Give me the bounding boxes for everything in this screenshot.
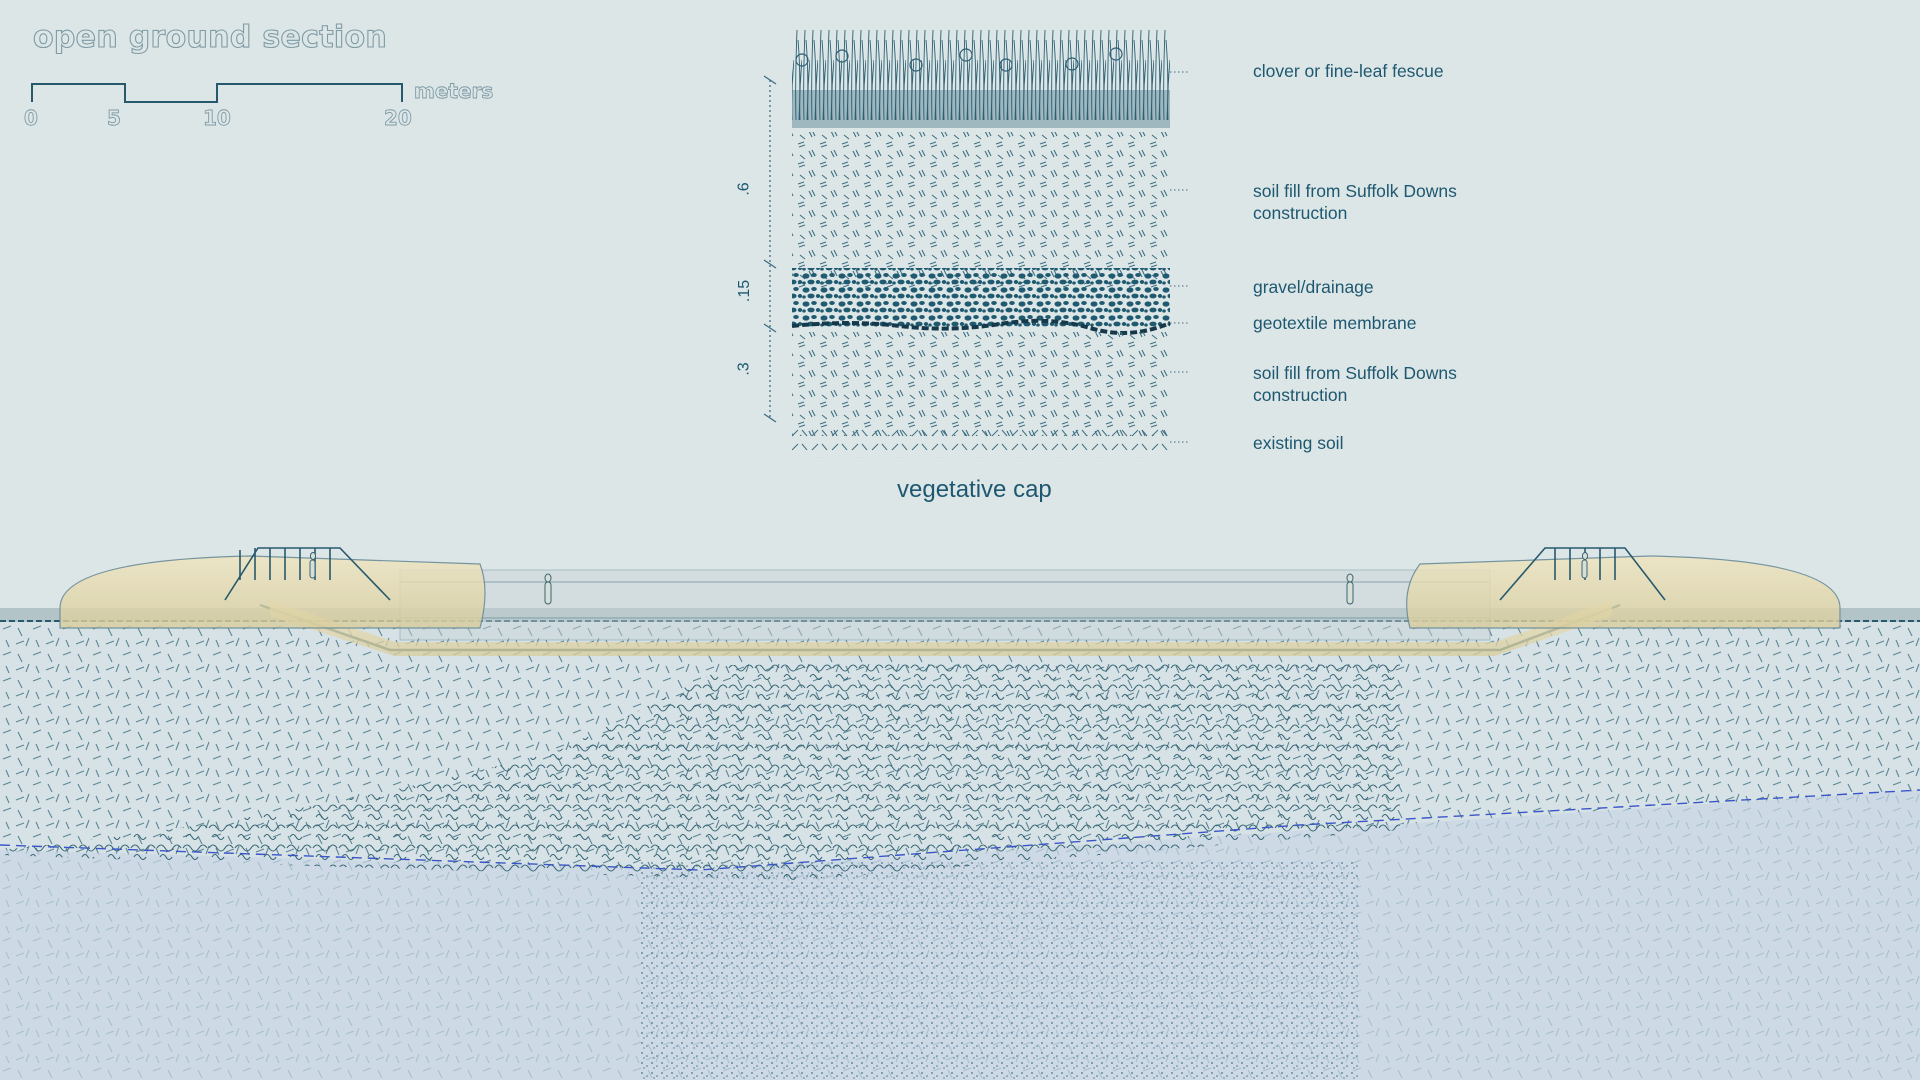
scale-tick-0: 0	[24, 106, 39, 131]
scale-unit-label: meters	[414, 79, 494, 104]
gravel-layer	[792, 268, 1170, 328]
layer-label-grass: clover or fine-leaf fescue	[1253, 61, 1444, 81]
stipple-zone	[640, 860, 1360, 1080]
scale-bar-graphic	[31, 83, 403, 103]
person-silhouette-icon	[1581, 552, 1589, 579]
dimension-label-gravel: .15	[736, 279, 754, 303]
person-silhouette-icon	[1346, 573, 1354, 605]
grass-layer	[792, 28, 1170, 128]
layer-label-existing-soil: existing soil	[1253, 433, 1344, 453]
scale-bar: 0 5 10 20 meters	[0, 70, 520, 140]
layer-label-gravel: gravel/drainage	[1253, 277, 1374, 297]
layer-label-soil-fill-upper: soil fill from Suffolk Downs constructio…	[1253, 181, 1457, 223]
vegetative-cap-caption: vegetative cap	[897, 476, 1052, 503]
scale-tick-20: 20	[384, 106, 413, 131]
soil-fill-upper-layer	[792, 132, 1170, 288]
soil-fill-lower-layer	[792, 332, 1170, 436]
layer-label-geotextile: geotextile membrane	[1253, 313, 1417, 333]
water-table-line	[0, 789, 1920, 871]
dimension-label-soil: .6	[735, 182, 753, 196]
person-silhouette-icon	[544, 573, 552, 605]
scale-tick-5: 5	[107, 106, 122, 131]
vegetative-cap-diagram	[763, 28, 1190, 458]
scale-tick-10: 10	[203, 106, 232, 131]
ground-section-diagram	[0, 547, 1920, 1080]
layer-label-soil-fill-lower: soil fill from Suffolk Downs constructio…	[1253, 363, 1457, 405]
debris-fill-zone	[0, 660, 1400, 880]
existing-soil-layer	[792, 428, 1170, 458]
dimension-label-lower-soil: .3	[735, 362, 753, 376]
section-title: open ground section	[32, 19, 388, 55]
right-handrail	[1499, 547, 1666, 601]
person-silhouette-icon	[309, 552, 317, 579]
